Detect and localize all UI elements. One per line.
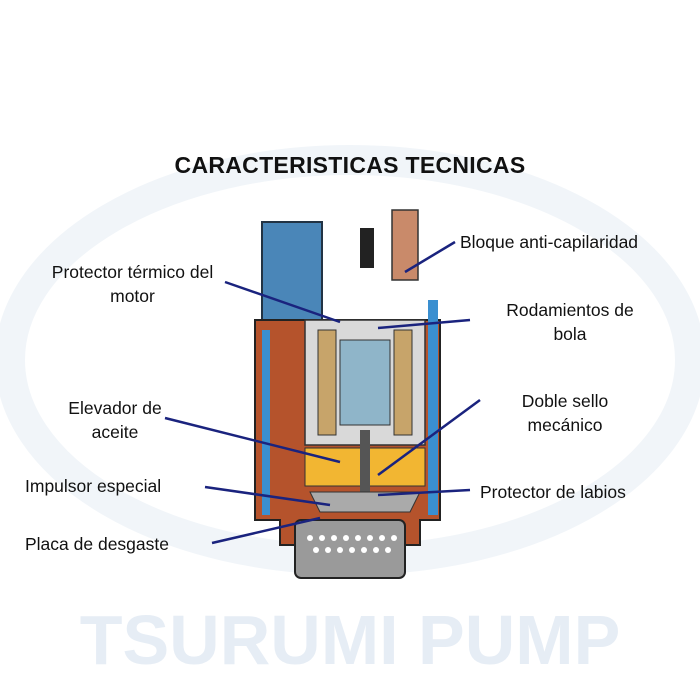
handle: [360, 228, 374, 268]
label-line: Protector térmico del: [51, 262, 214, 282]
label-line: Doble sello: [521, 391, 609, 411]
label-elevador-aceite: Elevador de aceite: [45, 396, 185, 444]
stator-left: [317, 329, 337, 436]
shaft: [360, 430, 370, 510]
label-doble-sello: Doble sello mecánico: [495, 389, 635, 437]
label-impulsor-especial: Impulsor especial: [25, 476, 162, 496]
impeller: [309, 491, 421, 513]
label-line: bola: [553, 324, 587, 344]
watermark-logo: TSURUMI PUMP: [79, 601, 621, 679]
water-jacket-left: [262, 330, 270, 515]
label-rodamientos: Rodamientos de bola: [490, 298, 650, 346]
page-title: CARACTERISTICAS TECNICAS: [174, 152, 526, 178]
label-protector-labios: Protector de labios: [480, 482, 626, 502]
label-line: motor: [110, 286, 155, 306]
label-placa-desgaste: Placa de desgaste: [25, 534, 169, 554]
rotor: [339, 339, 391, 426]
label-line: mecánico: [527, 415, 603, 435]
label-line: Elevador de: [68, 398, 162, 418]
cable-inlet: [391, 209, 419, 281]
stator-right: [393, 329, 413, 436]
label-bloque-anti-capilaridad: Bloque anti-capilaridad: [460, 232, 639, 252]
label-line: Rodamientos de: [506, 300, 634, 320]
leader-lines: [164, 240, 481, 545]
label-line: aceite: [91, 422, 139, 442]
strainer-holes: [307, 535, 397, 553]
label-protector-termico: Protector térmico del motor: [20, 260, 245, 308]
water-jacket-right: [428, 300, 438, 515]
